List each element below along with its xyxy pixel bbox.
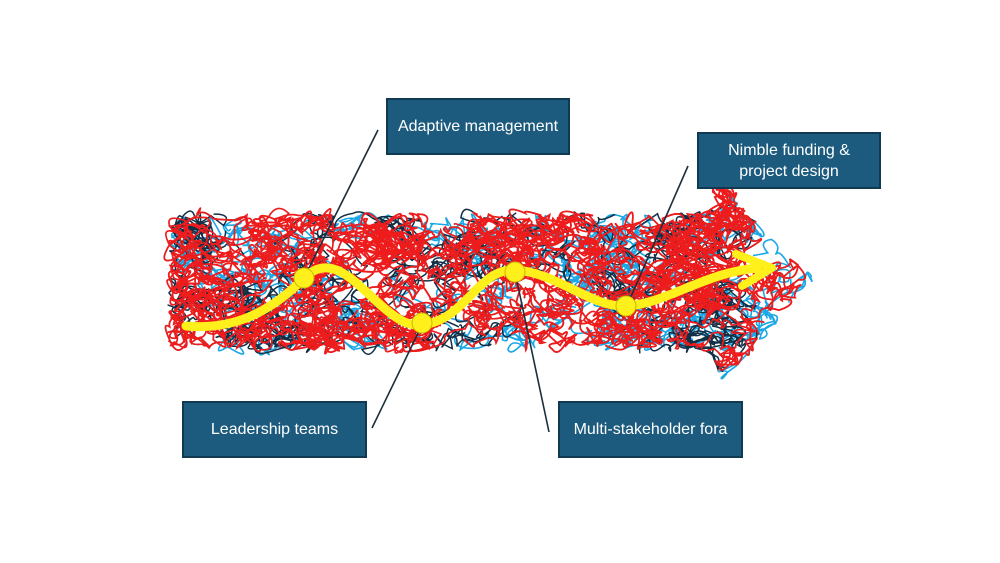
leadership-teams-label: Leadership teams bbox=[182, 401, 367, 458]
connector-adaptive-management bbox=[303, 129, 379, 279]
scribble-stroke bbox=[529, 212, 628, 266]
scribble-stroke bbox=[638, 188, 741, 255]
connector-lines bbox=[303, 129, 689, 433]
connector-nimble-funding bbox=[625, 165, 689, 309]
scribble-stroke bbox=[686, 213, 763, 278]
nimble-funding-label: Nimble funding & project design bbox=[697, 132, 881, 189]
scribble-stroke bbox=[616, 212, 721, 256]
milestone-dot-leadership bbox=[411, 312, 433, 334]
scribble-stroke bbox=[403, 302, 465, 353]
scribble-stroke bbox=[548, 307, 656, 353]
milestone-dots bbox=[293, 261, 637, 334]
scribble-stroke bbox=[360, 212, 425, 290]
yellow-arrowhead-icon bbox=[732, 250, 776, 290]
scribble-stroke bbox=[463, 306, 521, 348]
scribble-stroke bbox=[665, 240, 741, 350]
scribble-stroke bbox=[675, 283, 765, 332]
scribble-stroke bbox=[358, 214, 418, 263]
scribble-stroke bbox=[237, 248, 289, 350]
scribble-stroke bbox=[269, 240, 322, 305]
scribble-stroke bbox=[566, 252, 630, 305]
scribble-stroke bbox=[544, 215, 604, 264]
multi-stakeholder-text: Multi-stakeholder fora bbox=[573, 421, 728, 438]
adaptive-management-text: Adaptive management bbox=[397, 118, 559, 135]
scribble-stroke bbox=[279, 208, 376, 262]
scribble-stroke bbox=[167, 308, 211, 348]
scribble-stroke bbox=[277, 213, 402, 282]
connector-multi-stakeholder bbox=[514, 271, 550, 433]
scribble-stroke bbox=[245, 287, 334, 353]
scribble-stroke bbox=[371, 212, 454, 275]
scribble-stroke bbox=[170, 218, 293, 316]
nimble-funding-text: Nimble funding & project design bbox=[728, 141, 850, 180]
scribble-stroke bbox=[168, 247, 252, 320]
scribble-stroke bbox=[484, 291, 568, 353]
scribble-stroke bbox=[716, 265, 793, 366]
connector-leadership-teams bbox=[371, 324, 423, 429]
scribble-stroke bbox=[391, 208, 542, 260]
milestone-dot-nimble bbox=[615, 295, 637, 317]
scribble-stroke bbox=[332, 234, 420, 299]
scribble-stroke bbox=[344, 301, 417, 351]
milestone-dot-multi bbox=[504, 261, 526, 283]
leadership-teams-text: Leadership teams bbox=[210, 421, 339, 438]
multi-stakeholder-label: Multi-stakeholder fora bbox=[558, 401, 743, 458]
scribble-stroke bbox=[234, 246, 280, 289]
adaptive-management-label: Adaptive management bbox=[386, 98, 570, 155]
scribble-stroke bbox=[466, 274, 574, 337]
scribble-stroke bbox=[287, 292, 350, 355]
scribble-stroke bbox=[619, 257, 697, 324]
milestone-dot-adaptive bbox=[293, 267, 315, 289]
scribble-stroke bbox=[168, 248, 232, 296]
scribble-stroke bbox=[267, 288, 325, 351]
scribble-stroke bbox=[581, 300, 643, 347]
scribble-stroke bbox=[742, 238, 792, 332]
